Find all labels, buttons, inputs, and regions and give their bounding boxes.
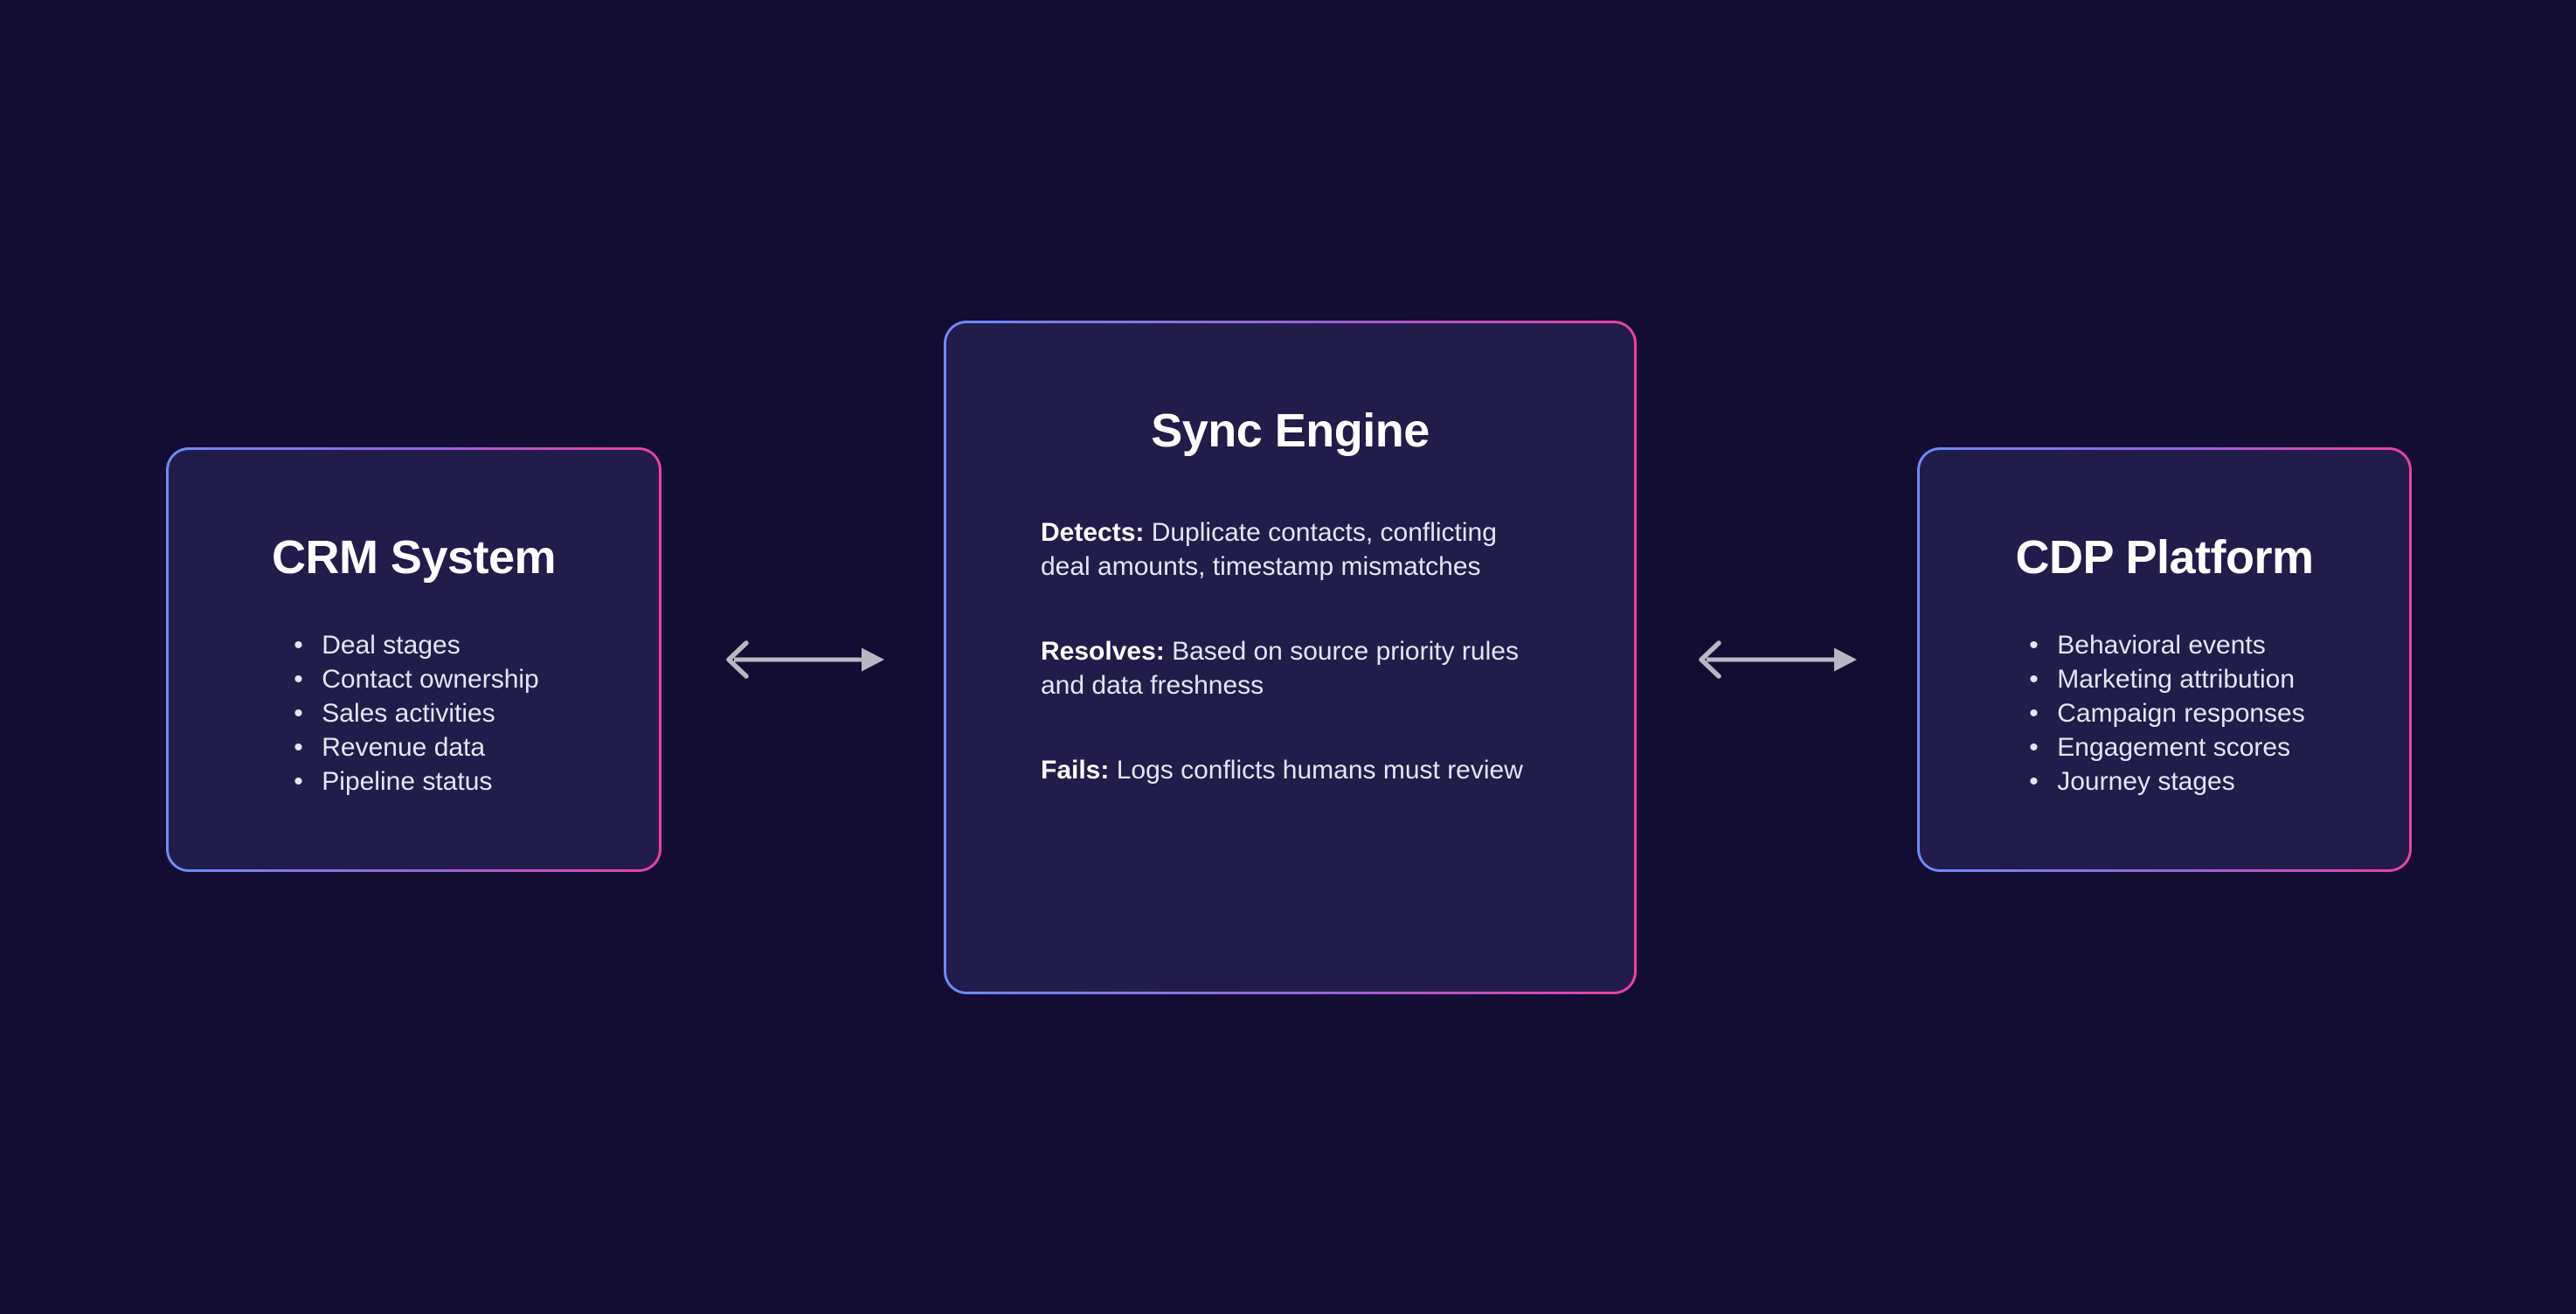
resolves-text: Based on source priority rules and data … — [1041, 637, 1519, 701]
list-item-label: Sales activities — [322, 699, 495, 729]
list-item: Contact ownership — [288, 662, 538, 696]
sync-resolves-paragraph: Resolves: Based on source priority rules… — [1041, 634, 1534, 702]
sync-engine-title: Sync Engine — [1151, 405, 1430, 457]
list-item-label: Pipeline status — [322, 767, 493, 797]
fails-label: Fails: — [1041, 756, 1110, 785]
list-item: Pipeline status — [288, 764, 538, 799]
list-item: Deal stages — [288, 628, 538, 662]
cdp-platform-title: CDP Platform — [2015, 531, 2314, 584]
detects-label: Detects: — [1041, 518, 1145, 548]
list-item: Campaign responses — [2024, 696, 2305, 730]
sync-fails-paragraph: Fails: Logs conflicts humans must review — [1041, 753, 1534, 787]
list-item: Marketing attribution — [2024, 662, 2305, 696]
double-arrow-icon — [1699, 640, 1857, 679]
list-item: Journey stages — [2024, 764, 2305, 799]
crm-system-title: CRM System — [271, 531, 557, 584]
list-item: Revenue data — [288, 730, 538, 764]
resolves-label: Resolves: — [1041, 637, 1165, 667]
list-item: Behavioral events — [2024, 628, 2305, 662]
list-item-label: Journey stages — [2057, 767, 2235, 797]
list-item: Sales activities — [288, 696, 538, 730]
crm-feature-list: Deal stages Contact ownership Sales acti… — [288, 628, 538, 799]
fails-text: Logs conflicts humans must review — [1109, 756, 1523, 785]
node-cdp-platform: CDP Platform Behavioral events Marketing… — [1917, 447, 2412, 872]
list-item-label: Engagement scores — [2057, 733, 2291, 763]
list-item: Engagement scores — [2024, 730, 2305, 764]
node-crm-system: CRM System Deal stages Contact ownership… — [166, 447, 661, 872]
list-item-label: Marketing attribution — [2057, 665, 2296, 695]
node-sync-engine: Sync Engine Detects: Duplicate contacts,… — [944, 321, 1637, 994]
cdp-feature-list: Behavioral events Marketing attribution … — [2024, 628, 2305, 799]
list-item-label: Campaign responses — [2057, 699, 2305, 729]
list-item-label: Deal stages — [322, 631, 460, 660]
list-item-label: Behavioral events — [2057, 631, 2266, 660]
list-item-label: Revenue data — [322, 733, 486, 763]
detects-text: Duplicate contacts, conflicting deal amo… — [1041, 518, 1497, 582]
double-arrow-icon — [726, 640, 884, 679]
sync-engine-body: Detects: Duplicate contacts, conflicting… — [1041, 515, 1534, 787]
list-item-label: Contact ownership — [322, 665, 539, 695]
sync-detects-paragraph: Detects: Duplicate contacts, conflicting… — [1041, 515, 1534, 584]
